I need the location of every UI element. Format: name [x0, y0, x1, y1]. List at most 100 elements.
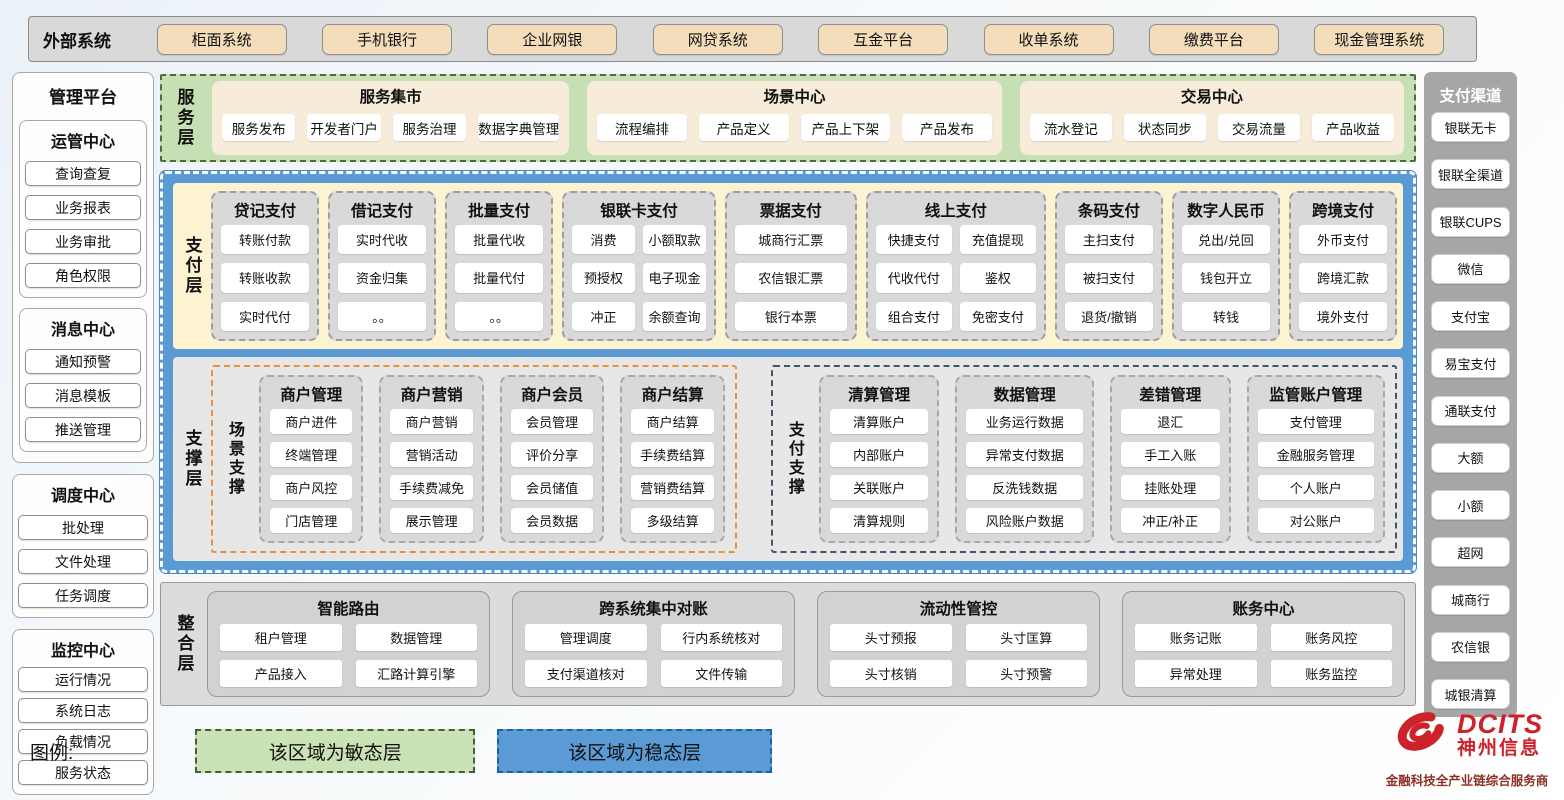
payment-item-button[interactable]: 退货/撤销	[1064, 301, 1153, 331]
support-item-button[interactable]: 业务运行数据	[966, 409, 1083, 434]
payment-item-button[interactable]: 批量代付	[455, 263, 544, 293]
support-item-button[interactable]: 商户进件	[270, 409, 353, 434]
integration-item-button[interactable]: 异常处理	[1135, 660, 1257, 687]
payment-item-button[interactable]: 转账收款	[221, 263, 310, 293]
payment-item-button[interactable]: 农信银汇票	[734, 263, 847, 293]
support-item-button[interactable]: 终端管理	[270, 442, 353, 467]
payment-item-button[interactable]: 外币支付	[1298, 225, 1388, 255]
management-item-button[interactable]: 批处理	[18, 515, 148, 540]
external-system-button[interactable]: 柜面系统	[156, 23, 287, 55]
integration-item-button[interactable]: 租户管理	[220, 624, 342, 651]
payment-item-button[interactable]: 实时代付	[221, 301, 310, 331]
management-item-button[interactable]: 查询查复	[25, 161, 141, 186]
service-item-button[interactable]: 产品定义	[698, 114, 789, 141]
service-item-button[interactable]: 数据字典管理	[478, 114, 560, 141]
integration-item-button[interactable]: 账务风控	[1270, 624, 1392, 651]
payment-item-button[interactable]: 兑出/兑回	[1181, 225, 1270, 255]
integration-item-button[interactable]: 头寸核销	[830, 660, 952, 687]
payment-item-button[interactable]: 实时代收	[338, 225, 427, 255]
payment-item-button[interactable]: 。。	[455, 301, 544, 331]
support-item-button[interactable]: 评价分享	[510, 442, 594, 467]
management-item-button[interactable]: 通知预警	[25, 349, 141, 374]
support-item-button[interactable]: 手续费减免	[390, 475, 473, 500]
integration-item-button[interactable]: 管理调度	[525, 624, 647, 651]
integration-item-button[interactable]: 文件传输	[660, 660, 782, 687]
external-system-button[interactable]: 收单系统	[983, 23, 1114, 55]
payment-item-button[interactable]: 。。	[338, 301, 427, 331]
service-item-button[interactable]: 交易流量	[1217, 114, 1300, 141]
service-item-button[interactable]: 服务治理	[392, 114, 467, 141]
payment-channel-button[interactable]: 小额	[1431, 490, 1510, 520]
payment-channel-button[interactable]: 易宝支付	[1431, 348, 1510, 379]
support-item-button[interactable]: 手续费结算	[631, 442, 714, 467]
support-item-button[interactable]: 清算规则	[829, 508, 929, 533]
support-item-button[interactable]: 营销活动	[390, 442, 473, 467]
payment-item-button[interactable]: 电子现金	[643, 263, 706, 293]
management-item-button[interactable]: 文件处理	[18, 549, 148, 574]
support-item-button[interactable]: 多级结算	[631, 508, 714, 533]
external-system-button[interactable]: 网贷系统	[652, 23, 783, 55]
service-item-button[interactable]: 开发者门户	[307, 114, 381, 141]
management-item-button[interactable]: 运行情况	[18, 667, 148, 692]
management-item-button[interactable]: 角色权限	[25, 263, 141, 288]
support-item-button[interactable]: 金融服务管理	[1257, 442, 1374, 467]
external-system-button[interactable]: 现金管理系统	[1314, 23, 1445, 55]
integration-item-button[interactable]: 头寸匡算	[965, 624, 1087, 651]
payment-item-button[interactable]: 冲正	[572, 301, 635, 331]
payment-item-button[interactable]: 鉴权	[959, 263, 1036, 293]
payment-item-button[interactable]: 预授权	[572, 263, 635, 293]
integration-item-button[interactable]: 行内系统核对	[660, 624, 782, 651]
integration-item-button[interactable]: 账务记账	[1135, 624, 1257, 651]
external-system-button[interactable]: 缴费平台	[1148, 23, 1279, 55]
payment-channel-button[interactable]: 城商行	[1431, 584, 1510, 615]
support-item-button[interactable]: 会员储值	[510, 475, 594, 500]
payment-channel-button[interactable]: 超网	[1431, 537, 1510, 568]
support-item-button[interactable]: 异常支付数据	[966, 442, 1083, 467]
management-item-button[interactable]: 任务调度	[18, 583, 148, 608]
integration-item-button[interactable]: 产品接入	[220, 660, 342, 687]
management-item-button[interactable]: 服务状态	[18, 760, 148, 785]
external-system-button[interactable]: 互金平台	[818, 23, 949, 55]
integration-item-button[interactable]: 汇路计算引擎	[355, 660, 477, 687]
service-item-button[interactable]: 产品收益	[1311, 114, 1394, 141]
payment-item-button[interactable]: 代收代付	[875, 263, 952, 293]
payment-item-button[interactable]: 转钱	[1181, 301, 1270, 331]
integration-item-button[interactable]: 头寸预警	[965, 660, 1087, 687]
payment-channel-button[interactable]: 银联无卡	[1431, 112, 1510, 142]
support-item-button[interactable]: 商户风控	[270, 475, 353, 500]
support-item-button[interactable]: 支付管理	[1257, 409, 1374, 434]
payment-item-button[interactable]: 充值提现	[959, 225, 1036, 255]
management-item-button[interactable]: 系统日志	[18, 698, 148, 723]
support-item-button[interactable]: 个人账户	[1257, 475, 1374, 500]
support-item-button[interactable]: 清算账户	[829, 409, 929, 434]
payment-item-button[interactable]: 消费	[572, 225, 635, 255]
payment-item-button[interactable]: 城商行汇票	[734, 225, 847, 255]
payment-item-button[interactable]: 快捷支付	[875, 225, 952, 255]
payment-channel-button[interactable]: 微信	[1431, 253, 1510, 284]
support-item-button[interactable]: 冲正/补正	[1120, 508, 1220, 533]
service-item-button[interactable]: 产品上下架	[800, 114, 891, 141]
payment-item-button[interactable]: 资金归集	[338, 263, 427, 293]
payment-item-button[interactable]: 跨境汇款	[1298, 263, 1388, 293]
support-item-button[interactable]: 挂账处理	[1120, 475, 1220, 500]
integration-item-button[interactable]: 头寸预报	[830, 624, 952, 651]
management-item-button[interactable]: 推送管理	[25, 417, 141, 442]
payment-channel-button[interactable]: 通联支付	[1431, 395, 1510, 426]
external-system-button[interactable]: 企业网银	[487, 23, 618, 55]
payment-item-button[interactable]: 小额取款	[643, 225, 706, 255]
payment-channel-button[interactable]: 银联全渠道	[1431, 159, 1510, 190]
management-item-button[interactable]: 业务报表	[25, 195, 141, 220]
payment-item-button[interactable]: 批量代收	[455, 225, 544, 255]
payment-item-button[interactable]: 组合支付	[875, 301, 952, 331]
payment-item-button[interactable]: 免密支付	[959, 301, 1036, 331]
service-item-button[interactable]: 服务发布	[222, 114, 296, 141]
payment-item-button[interactable]: 银行本票	[734, 301, 847, 331]
payment-channel-button[interactable]: 大额	[1431, 442, 1510, 473]
payment-item-button[interactable]: 转账付款	[221, 225, 310, 255]
payment-channel-button[interactable]: 银联CUPS	[1431, 206, 1510, 237]
payment-item-button[interactable]: 余额查询	[643, 301, 706, 331]
management-item-button[interactable]: 消息模板	[25, 383, 141, 408]
payment-item-button[interactable]: 钱包开立	[1181, 263, 1270, 293]
management-item-button[interactable]: 负载情况	[18, 729, 148, 754]
integration-item-button[interactable]: 账务监控	[1270, 660, 1392, 687]
